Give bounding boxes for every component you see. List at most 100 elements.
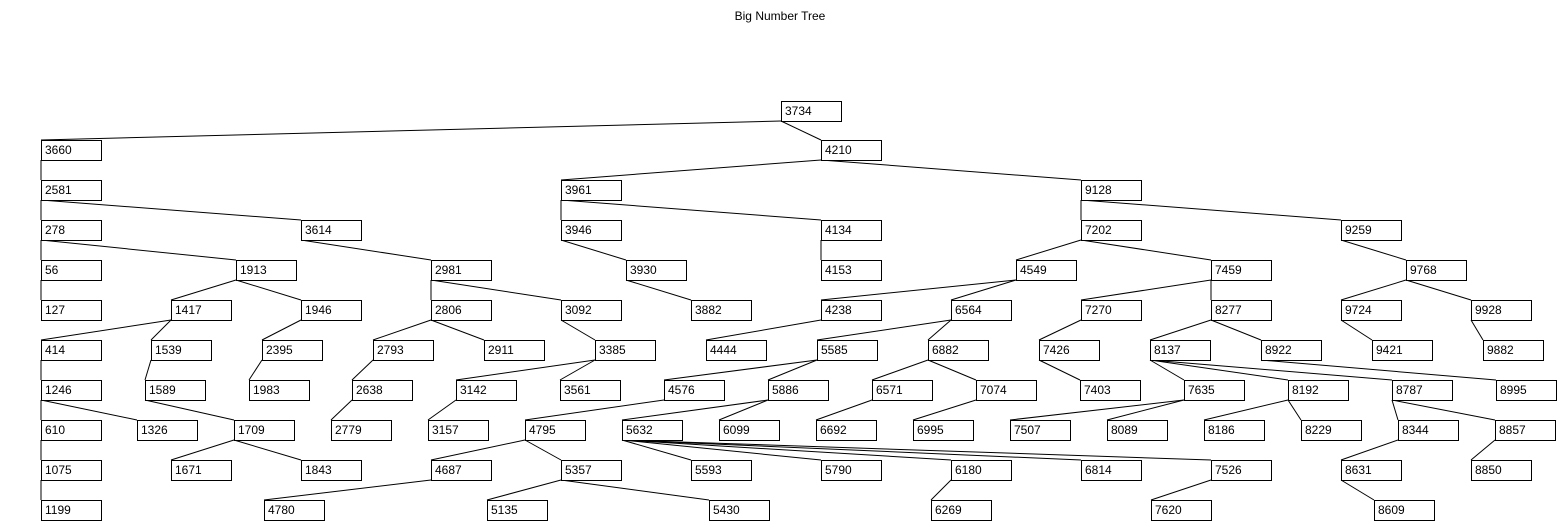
tree-node-1589: 1589	[145, 380, 206, 401]
edge-9768-9724	[1340, 279, 1407, 301]
edge-8192-8186	[1203, 399, 1289, 421]
edge-9768-9928	[1405, 279, 1472, 301]
tree-node-3385: 3385	[595, 340, 656, 361]
tree-node-6564: 6564	[951, 300, 1012, 321]
edge-7074-6995	[912, 399, 977, 421]
tree-node-6180: 6180	[951, 460, 1012, 481]
edge-5632-5790	[621, 439, 822, 461]
tree-node-8609: 8609	[1374, 500, 1435, 521]
edge-6882-7074	[927, 359, 977, 381]
edge-8857-8850	[1470, 439, 1496, 461]
edge-6180-6269	[930, 479, 952, 501]
tree-node-4444: 4444	[706, 340, 767, 361]
edge-1246-1326	[40, 399, 138, 421]
edge-4238-4444	[705, 319, 822, 341]
tree-node-6692: 6692	[816, 420, 877, 441]
edge-8277-8922	[1210, 319, 1262, 341]
tree-node-3930: 3930	[626, 260, 687, 281]
tree-node-3142: 3142	[456, 380, 517, 401]
tree-node-1539: 1539	[151, 340, 212, 361]
tree-node-610: 610	[41, 420, 102, 441]
tree-node-3660: 3660	[41, 140, 102, 161]
edge-7202-7459	[1080, 239, 1212, 261]
diagram-title: Big Number Tree	[734, 9, 826, 23]
tree-node-2581: 2581	[41, 180, 102, 201]
tree-node-4549: 4549	[1016, 260, 1077, 281]
edge-3614-2981	[300, 239, 432, 261]
edge-6571-6692	[815, 399, 873, 421]
tree-node-9768: 9768	[1406, 260, 1467, 281]
tree-node-8995: 8995	[1496, 380, 1557, 401]
tree-node-8857: 8857	[1495, 420, 1556, 441]
edge-1946-2395	[261, 319, 302, 341]
tree-node-6571: 6571	[872, 380, 933, 401]
tree-node-4780: 4780	[264, 500, 325, 521]
edge-5357-5430	[560, 479, 710, 501]
tree-node-6269: 6269	[931, 500, 992, 521]
tree-node-9724: 9724	[1341, 300, 1402, 321]
tree-node-9128: 9128	[1081, 180, 1142, 201]
tree-node-5585: 5585	[817, 340, 878, 361]
tree-node-1946: 1946	[301, 300, 362, 321]
edge-9259-9768	[1340, 239, 1407, 261]
tree-node-9421: 9421	[1372, 340, 1433, 361]
tree-node-1326: 1326	[137, 420, 198, 441]
tree-node-6995: 6995	[913, 420, 974, 441]
edge-1417-1539	[150, 319, 172, 341]
tree-node-3882: 3882	[691, 300, 752, 321]
edge-7526-7620	[1150, 479, 1212, 501]
edge-7459-7270	[1080, 279, 1212, 301]
edge-7202-4549	[1015, 239, 1082, 261]
tree-node-8850: 8850	[1471, 460, 1532, 481]
tree-node-7635: 7635	[1184, 380, 1245, 401]
edge-1417-414	[40, 319, 172, 341]
edge-2806-2793	[372, 319, 432, 341]
tree-node-7202: 7202	[1081, 220, 1142, 241]
tree-node-8137: 8137	[1150, 340, 1211, 361]
tree-node-7074: 7074	[976, 380, 1037, 401]
edge-3734-3660	[40, 120, 782, 141]
tree-node-414: 414	[41, 340, 102, 361]
edge-8137-8787	[1149, 359, 1393, 381]
edge-2793-2638	[351, 359, 374, 381]
edge-9724-9421	[1340, 319, 1373, 341]
edge-9128-9259	[1080, 199, 1342, 221]
edge-8787-8344	[1391, 399, 1399, 421]
edge-6564-5585	[816, 319, 952, 341]
edge-8277-8137	[1149, 319, 1212, 341]
tree-node-5357: 5357	[561, 460, 622, 481]
edge-2638-2779	[330, 399, 353, 421]
edge-1709-1843	[233, 439, 302, 461]
edge-1539-1589	[144, 359, 152, 381]
edge-5886-6099	[718, 399, 769, 421]
tree-node-1075: 1075	[41, 460, 102, 481]
edge-2981-3092	[430, 279, 562, 301]
edge-7270-7426	[1038, 319, 1082, 341]
edge-5886-5632	[621, 399, 769, 421]
tree-node-5135: 5135	[487, 500, 548, 521]
tree-node-4576: 4576	[664, 380, 725, 401]
edge-4549-4238	[820, 279, 1017, 301]
edge-3961-4134	[560, 199, 822, 221]
tree-node-5790: 5790	[821, 460, 882, 481]
tree-node-1246: 1246	[41, 380, 102, 401]
tree-node-2395: 2395	[262, 340, 323, 361]
edge-4210-9128	[820, 159, 1082, 181]
tree-node-9259: 9259	[1341, 220, 1402, 241]
edge-1913-1417	[170, 279, 237, 301]
tree-node-1843: 1843	[301, 460, 362, 481]
tree-node-1199: 1199	[41, 500, 102, 521]
tree-node-2981: 2981	[431, 260, 492, 281]
edge-4687-4780	[263, 479, 432, 501]
tree-node-4210: 4210	[821, 140, 882, 161]
tree-node-8922: 8922	[1261, 340, 1322, 361]
edge-8922-8995	[1260, 359, 1497, 381]
tree-node-278: 278	[41, 220, 102, 241]
tree-node-3157: 3157	[428, 420, 489, 441]
tree-node-7620: 7620	[1151, 500, 1212, 521]
edge-8787-8857	[1391, 399, 1496, 421]
edge-6564-6882	[927, 319, 952, 341]
edge-7635-8089	[1106, 399, 1185, 421]
tree-node-127: 127	[41, 300, 102, 321]
